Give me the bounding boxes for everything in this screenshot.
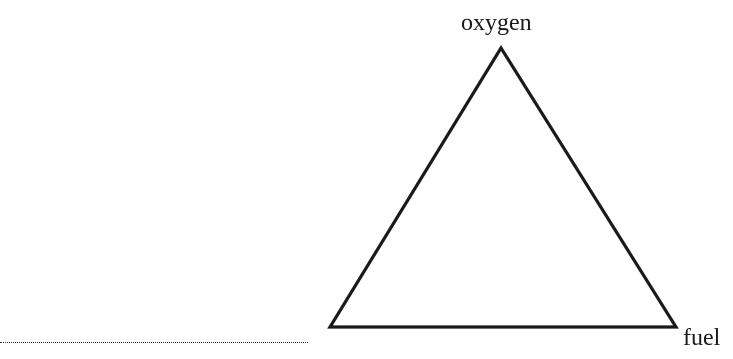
fire-triangle — [327, 44, 679, 329]
oxygen-label: oxygen — [461, 10, 532, 36]
fuel-label: fuel — [683, 325, 721, 351]
answer-dotted-line[interactable] — [0, 342, 308, 343]
